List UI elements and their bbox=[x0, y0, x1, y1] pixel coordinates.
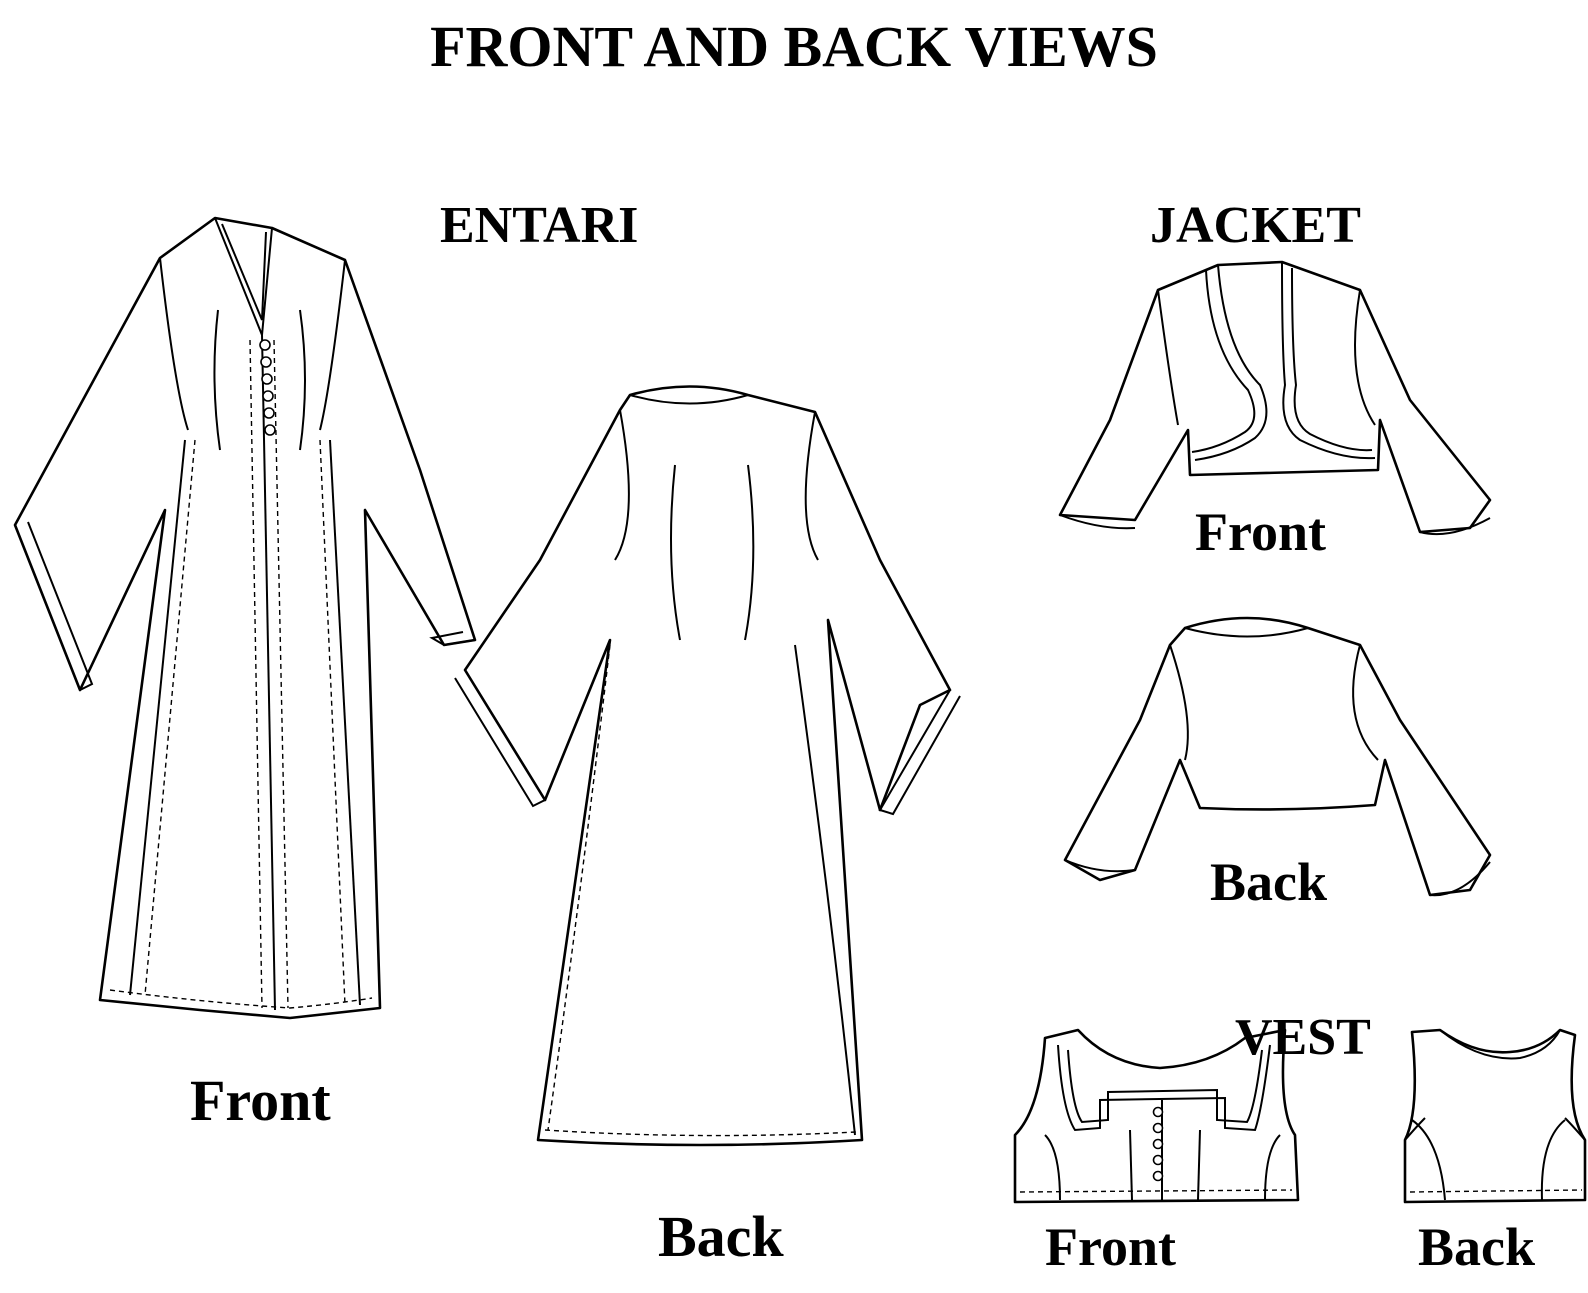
entari-front-drawing bbox=[13, 216, 477, 1020]
jacket-front-drawing bbox=[1058, 260, 1492, 536]
entari-back-drawing bbox=[454, 385, 961, 1147]
jacket-front-label: Front bbox=[1195, 502, 1326, 562]
entari-front-label: Front bbox=[190, 1068, 331, 1133]
vest-front-label: Front bbox=[1045, 1217, 1176, 1277]
jacket-heading: JACKET bbox=[1150, 197, 1361, 254]
page-title: FRONT AND BACK VIEWS bbox=[430, 14, 1158, 79]
vest-back-drawing bbox=[1403, 1028, 1587, 1204]
vest-heading: VEST bbox=[1235, 1009, 1371, 1066]
jacket-back-drawing bbox=[1063, 616, 1492, 897]
vest-front-drawing bbox=[1013, 1028, 1300, 1204]
jacket-back-label: Back bbox=[1210, 852, 1328, 912]
entari-heading: ENTARI bbox=[440, 197, 639, 254]
vest-back-label: Back bbox=[1418, 1217, 1536, 1277]
entari-back-label: Back bbox=[658, 1204, 784, 1269]
